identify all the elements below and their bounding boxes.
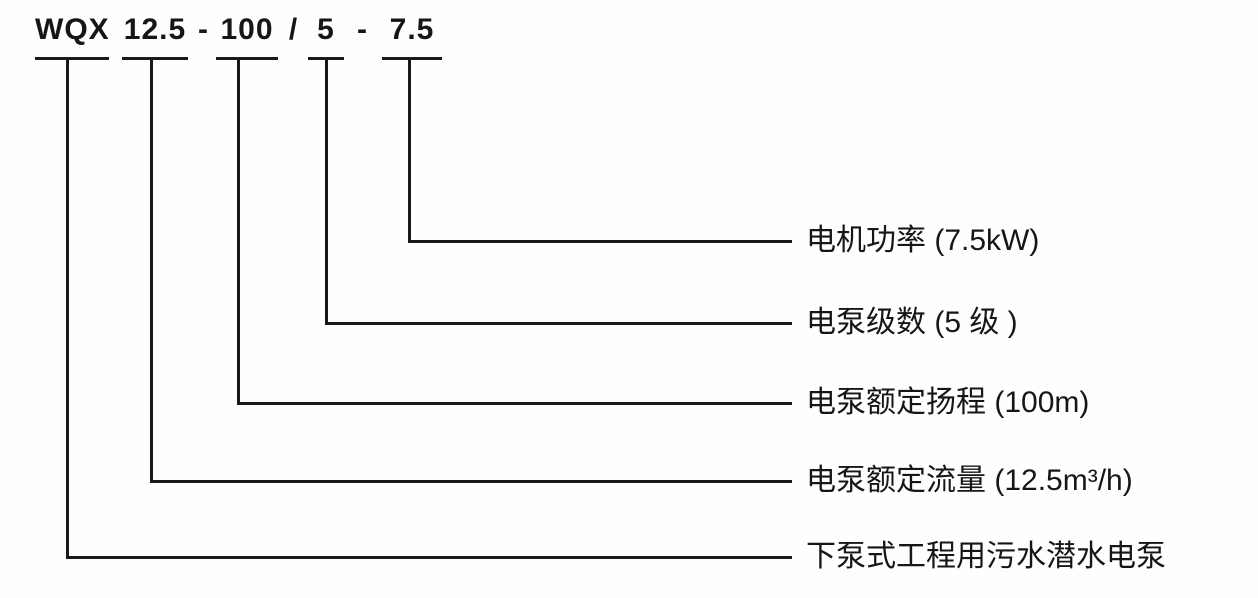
callout-label-stages: 电泵级数 (5 级 ) <box>806 306 1018 339</box>
connector-vertical-type <box>66 60 69 559</box>
connector-horizontal-head <box>237 402 792 405</box>
connector-vertical-flow <box>150 60 153 483</box>
connector-vertical-head <box>237 60 240 405</box>
connector-vertical-power <box>408 60 411 243</box>
model-segment-prefix: WQX <box>35 12 109 60</box>
connector-horizontal-flow <box>150 480 792 483</box>
model-segment-power: 7.5 <box>382 12 442 60</box>
connector-horizontal-power <box>408 240 792 243</box>
connector-horizontal-stages <box>325 322 792 325</box>
model-separator-dash-1: - <box>198 13 208 46</box>
callout-label-rated-flow: 电泵额定流量 (12.5m³/h) <box>806 464 1133 497</box>
model-segment-flow: 12.5 <box>122 12 188 60</box>
connector-horizontal-type <box>66 556 792 559</box>
callout-label-rated-head: 电泵额定扬程 (100m) <box>806 386 1090 419</box>
model-separator-dash-2: - <box>357 13 367 46</box>
callout-label-pump-type: 下泵式工程用污水潜水电泵 <box>806 540 1166 573</box>
callout-label-motor-power: 电机功率 (7.5kW) <box>806 224 1040 257</box>
connector-vertical-stages <box>325 60 328 325</box>
model-segment-stages: 5 <box>308 12 344 60</box>
model-segment-head: 100 <box>216 12 278 60</box>
model-separator-slash: / <box>288 13 298 46</box>
